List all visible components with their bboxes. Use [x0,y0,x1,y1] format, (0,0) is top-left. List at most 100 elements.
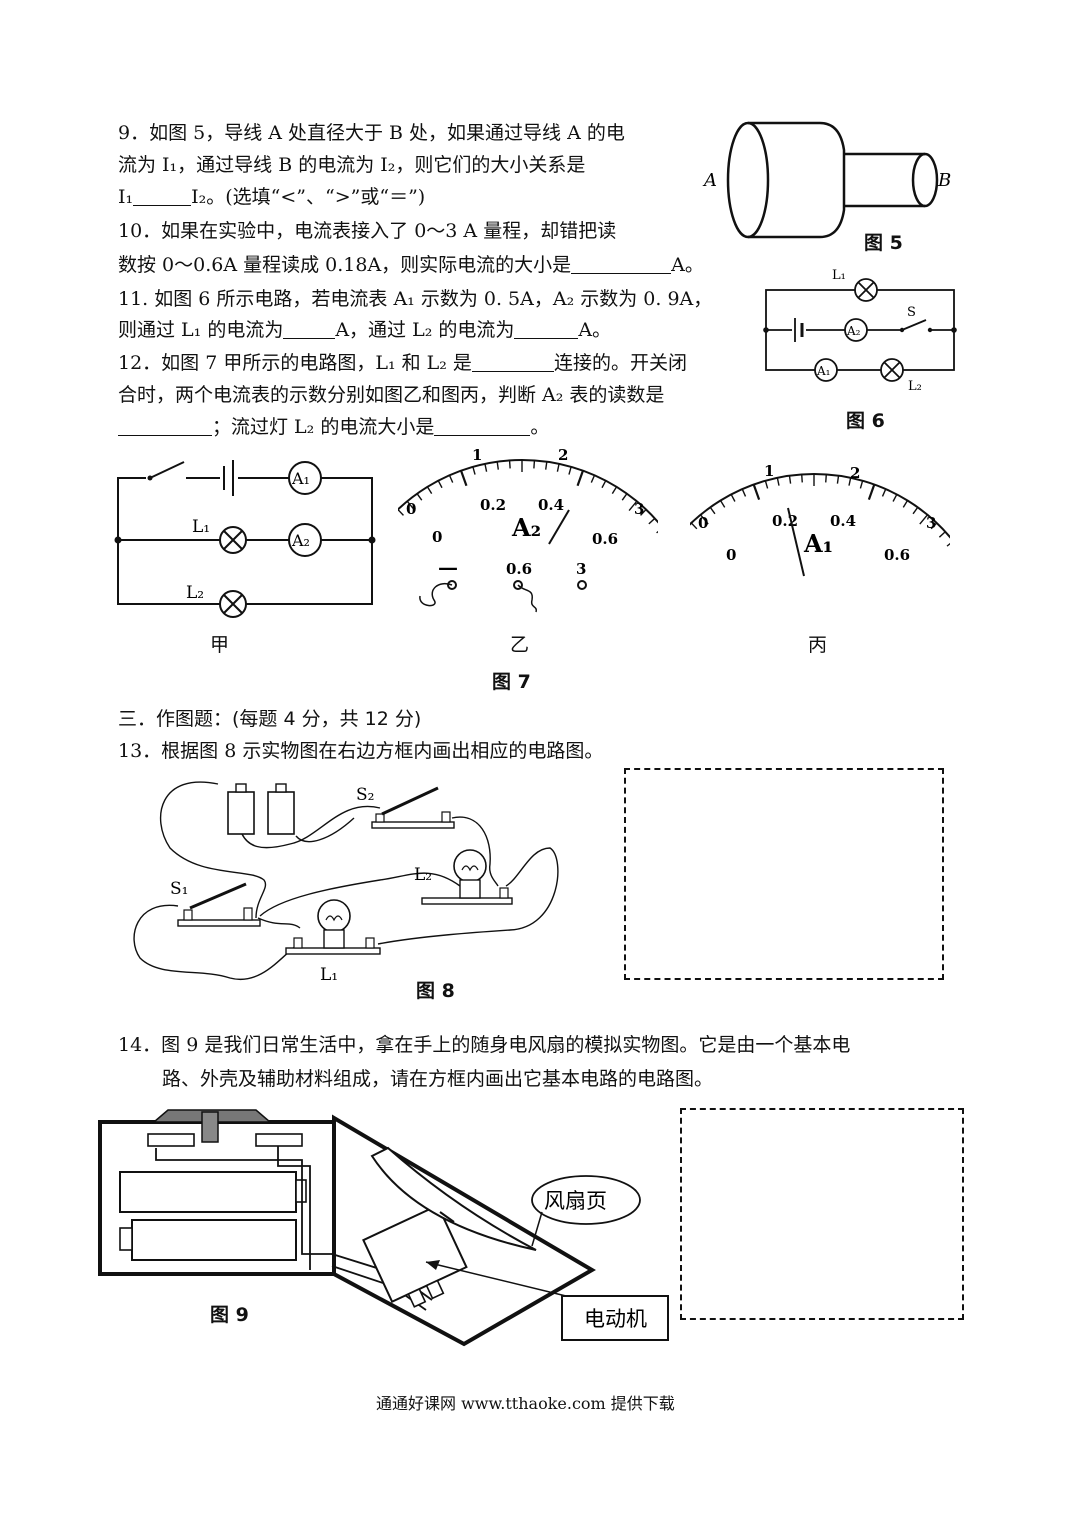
figure-9: 风扇页 电动机 [98,1109,669,1347]
scale-tick [764,480,769,489]
yi-top-tick-1: 1 [472,446,482,464]
q12-blank-l2[interactable] [434,415,531,436]
q10-answer-blank[interactable] [571,253,672,274]
yi-terminal-3-label: 3 [576,560,586,578]
fig8-wire-7 [133,904,299,981]
fig8-lamp-l1 [285,899,381,955]
fig8-label-l2: L₂ [414,865,432,885]
q12-blank-a2[interactable] [118,415,212,436]
q14-drawing-box[interactable] [680,1108,964,1320]
fig9-motor-arrow [425,1261,567,1297]
fig7-label-l1: L₁ [192,517,210,537]
yi-top-tick-0: 0 [406,500,416,518]
yi-bottom-tick-2: 0.4 [538,496,564,514]
fig9-switch-knob [201,1111,219,1143]
scale-tick [938,531,946,538]
scale-tick [472,466,476,475]
scale-tick [776,477,780,486]
scale-tick [508,460,511,469]
q9-answer-blank[interactable] [133,185,192,206]
figure-5: A B [702,121,951,239]
scale-tick [556,463,560,472]
fig7-sub-yi: 乙 [510,634,530,656]
bing-needle [787,507,805,577]
fig8-battery-2 [267,783,295,835]
scale-tick [690,522,698,530]
q11-line1: 11. 如图 6 所示电路，若电流表 A₁ 示数为 0. 5A，A₂ 示数为 0… [118,288,713,310]
scale-tick [848,477,852,486]
fig5-label-a: A [702,170,717,191]
q11-blank-l1[interactable] [283,318,336,339]
fig9-fan-label: 风扇页 [544,1189,607,1213]
fig9-caption: 图 9 [210,1304,249,1326]
q12-text-d: 。 [530,416,550,438]
fig8-caption: 图 8 [416,980,455,1002]
q13-drawing-box[interactable] [624,768,944,980]
q10-line2-text: 数按 0～0.6A 量程读成 0.18A，则实际电流的大小是 [118,254,572,276]
scale-tick [398,509,404,516]
bing-bottom-tick-0: 0 [726,546,736,564]
yi-bottom-tick-0: 0 [432,528,442,546]
fig7-ammeter-a2: A₂ [288,523,322,557]
fig6-label-l1: L₁ [832,268,846,283]
scale-tick [741,488,747,497]
fig9-contact-left [147,1133,195,1147]
scale-tick [836,475,840,484]
scale-tick [825,474,827,483]
bing-bottom-tick-1: 0.2 [772,512,798,530]
svg-text:A₁: A₁ [291,469,310,488]
q12-text-b: 连接的。开关闭 [553,352,687,374]
scale-tick [752,484,761,500]
cylinder-a-body [748,121,846,239]
bing-top-tick-1: 1 [764,462,774,480]
fig9-contact-right [255,1133,303,1147]
svg-text:A₁: A₁ [816,364,830,378]
fig7-caption: 图 7 [492,671,531,693]
q13-text: 13．根据图 8 示实物图在右边方框内画出相应的电路图。 [118,740,604,762]
q12-text-c: ；流过灯 L₂ 的电流大小是 [212,416,435,438]
q12-blank-connection[interactable] [471,351,554,372]
scale-tick [611,486,618,494]
yi-wire-06 [517,584,538,613]
scale-tick [930,522,938,530]
scale-tick [568,466,572,475]
scale-tick [484,463,488,472]
q11-blank-l2[interactable] [514,318,579,339]
fig7-node-left [114,536,122,544]
scale-tick [801,474,803,483]
scale-tick [448,474,454,483]
fig8-label-l1: L₁ [320,965,338,985]
fig7-node-right [368,536,376,544]
fig7-lamp-l2 [219,590,247,618]
scale-tick [881,488,887,497]
fig5-caption: 图 5 [864,232,903,254]
scale-tick [699,514,709,525]
fig8-wire-6 [377,847,559,945]
figure-7-yi-meter: 0 1 2 3 0 0.2 0.4 0.6 A₂ — 0.6 3 [398,446,658,613]
scale-tick [459,470,468,487]
q11-text-b: A，通过 L₂ 的电流为 [335,319,515,341]
q12-line1: 12．如图 7 甲所示的电路图，L₁ 和 L₂ 是连接的。开关闭 [118,348,687,379]
q9-i1: I₁ [118,186,134,208]
figure-8: S₂ L₂ S₁ L₁ [133,781,559,985]
bing-meter-name: A₁ [803,529,833,558]
q10-line1: 10．如果在实验中，电流表接入了 0～3 A 量程，却错把读 [118,220,617,242]
bing-top-tick-3: 3 [926,514,936,532]
fig7-sub-bing: 丙 [808,634,828,656]
fig6-ammeter-a1: A₁ [814,358,838,382]
scale-tick [919,514,929,525]
fig6-label-l2: L₂ [908,379,922,394]
bing-bottom-tick-2: 0.4 [830,512,856,530]
fig7-switch [146,461,186,484]
fig8-wire-3 [295,817,355,843]
scale-tick [533,460,536,469]
fig8-battery-1 [227,783,255,835]
yi-terminal-neg-label: — [438,555,458,579]
scale-tick [902,500,909,508]
fig9-fan-head [332,1114,596,1347]
yi-scale-ticks [398,459,658,534]
yi-top-tick-2: 2 [558,446,568,464]
fig9-motor-label: 电动机 [584,1307,647,1331]
